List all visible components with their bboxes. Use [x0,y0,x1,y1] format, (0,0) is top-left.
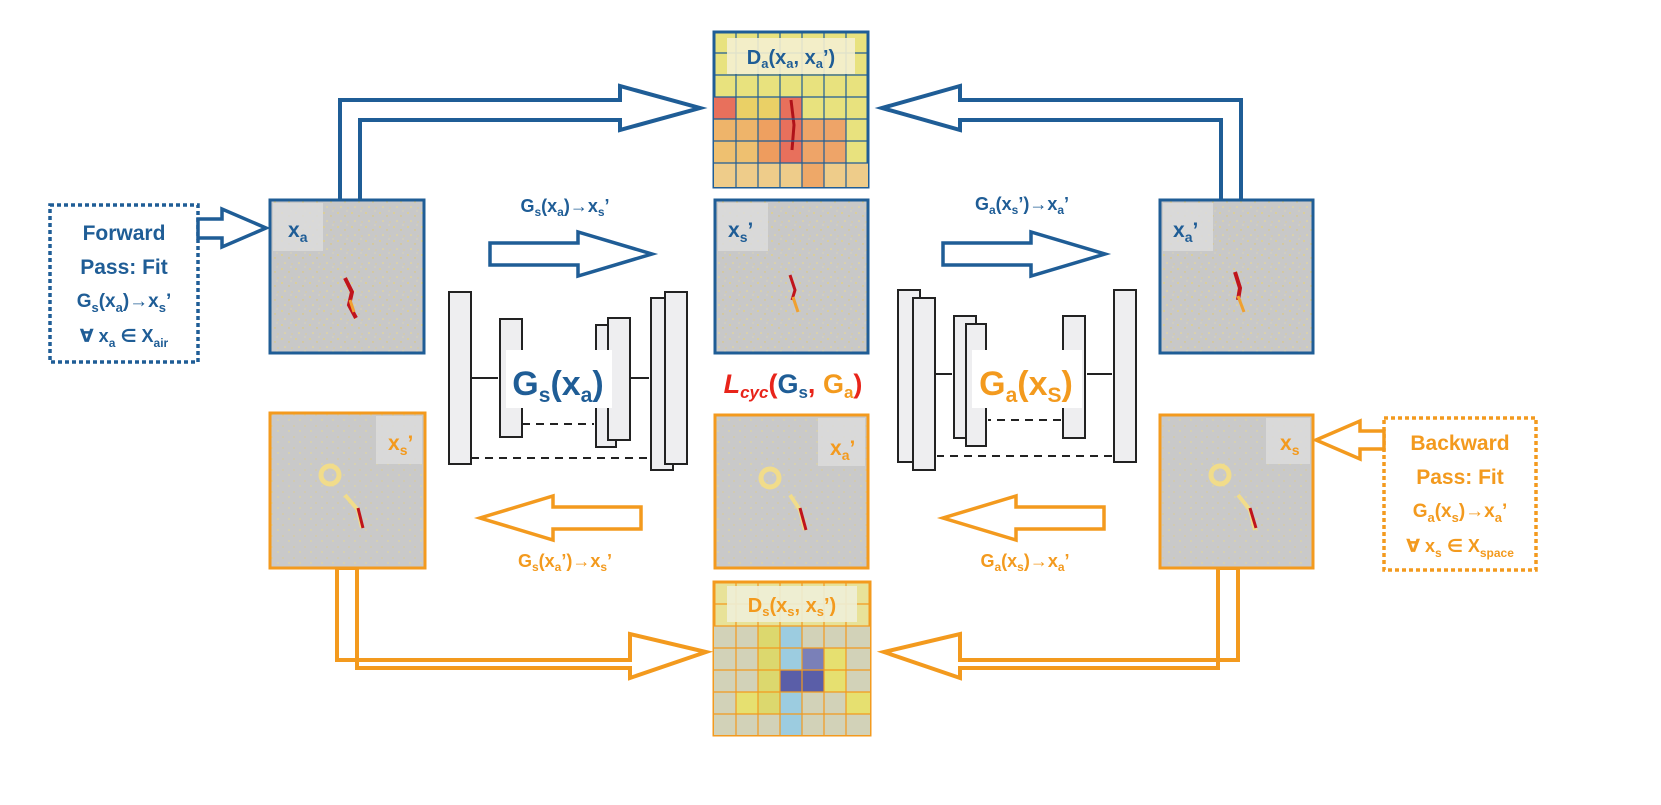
backward-pass-line1: Backward [1410,432,1509,455]
backward-pass-box: Backward Pass: Fit Ga(xs)→xa’ ∀ xs ∈ Xsp… [1382,416,1538,572]
label-bottom-left: Gs(xa’)→xs’ [518,551,612,574]
forward-pass-arrow [196,206,271,250]
svg-text:xs’: xs’ [388,432,413,458]
arrow-bottom-right [936,493,1106,543]
svg-text:xa: xa [288,219,308,245]
backward-pass-line4: ∀ xs ∈ Xspace [1406,536,1514,560]
backward-to-discriminator-arrow-right [876,566,1240,681]
forward-pass-line3: Gs(xa)→xs’ [77,291,172,315]
image-xa-prime-reconstructed: xa’ [1158,198,1315,355]
arrow-bottom-left [473,493,643,543]
label-bottom-right: Ga(xs)→xa’ [980,551,1069,574]
forward-pass-line2: Pass: Fit [80,256,168,279]
label-top-right: Ga(xs’)→xa’ [975,194,1069,217]
forward-pass-line1: Forward [83,222,166,245]
svg-text:xa’: xa’ [830,437,855,463]
discriminator-da-label: Da(xa, xa’) [747,47,835,71]
arrow-top-left [488,229,659,279]
backward-pass-line2: Pass: Fit [1416,466,1504,489]
generator-ga-label: Ga(xS) [979,365,1073,407]
backward-pass-line3: Ga(xs)→xa’ [1413,501,1508,525]
generator-gs-label: Gs(xa) [512,365,603,407]
discriminator-da: Da(xa, xa’) [712,30,870,189]
backward-pass-arrow [1311,418,1386,462]
backward-to-discriminator-arrow-left [335,566,714,681]
arrow-top-right [941,229,1112,279]
image-xa: xa [268,198,426,355]
discriminator-ds: Ds(xs, xs’) [712,580,872,737]
discriminator-ds-label: Ds(xs, xs’) [748,595,836,619]
svg-text:xa’: xa’ [1173,219,1198,245]
cycle-loss-label: Lcyc(Gs, Ga) [724,369,863,402]
image-xs-prime-generated: xs’ [713,198,870,355]
forward-pass-box: Forward Pass: Fit Gs(xa)→xs’ ∀ xa ∈ Xair [48,203,200,364]
forward-pass-line4: ∀ xa ∈ Xair [80,326,169,350]
image-xa-prime-generated: xa’ [713,413,870,570]
generator-ga: Ga(xS) [897,289,1137,471]
generator-gs: Gs(xa) [448,291,688,471]
forward-to-discriminator-arrow-left [338,83,708,207]
image-xs-prime-reconstructed: xs’ [268,411,427,570]
forward-to-discriminator-arrow-right [874,83,1243,207]
label-top-left: Gs(xa)→xs’ [520,196,609,219]
svg-text:xs: xs [1280,432,1300,458]
image-xs: xs [1158,413,1315,570]
svg-text:xs’: xs’ [728,219,753,245]
